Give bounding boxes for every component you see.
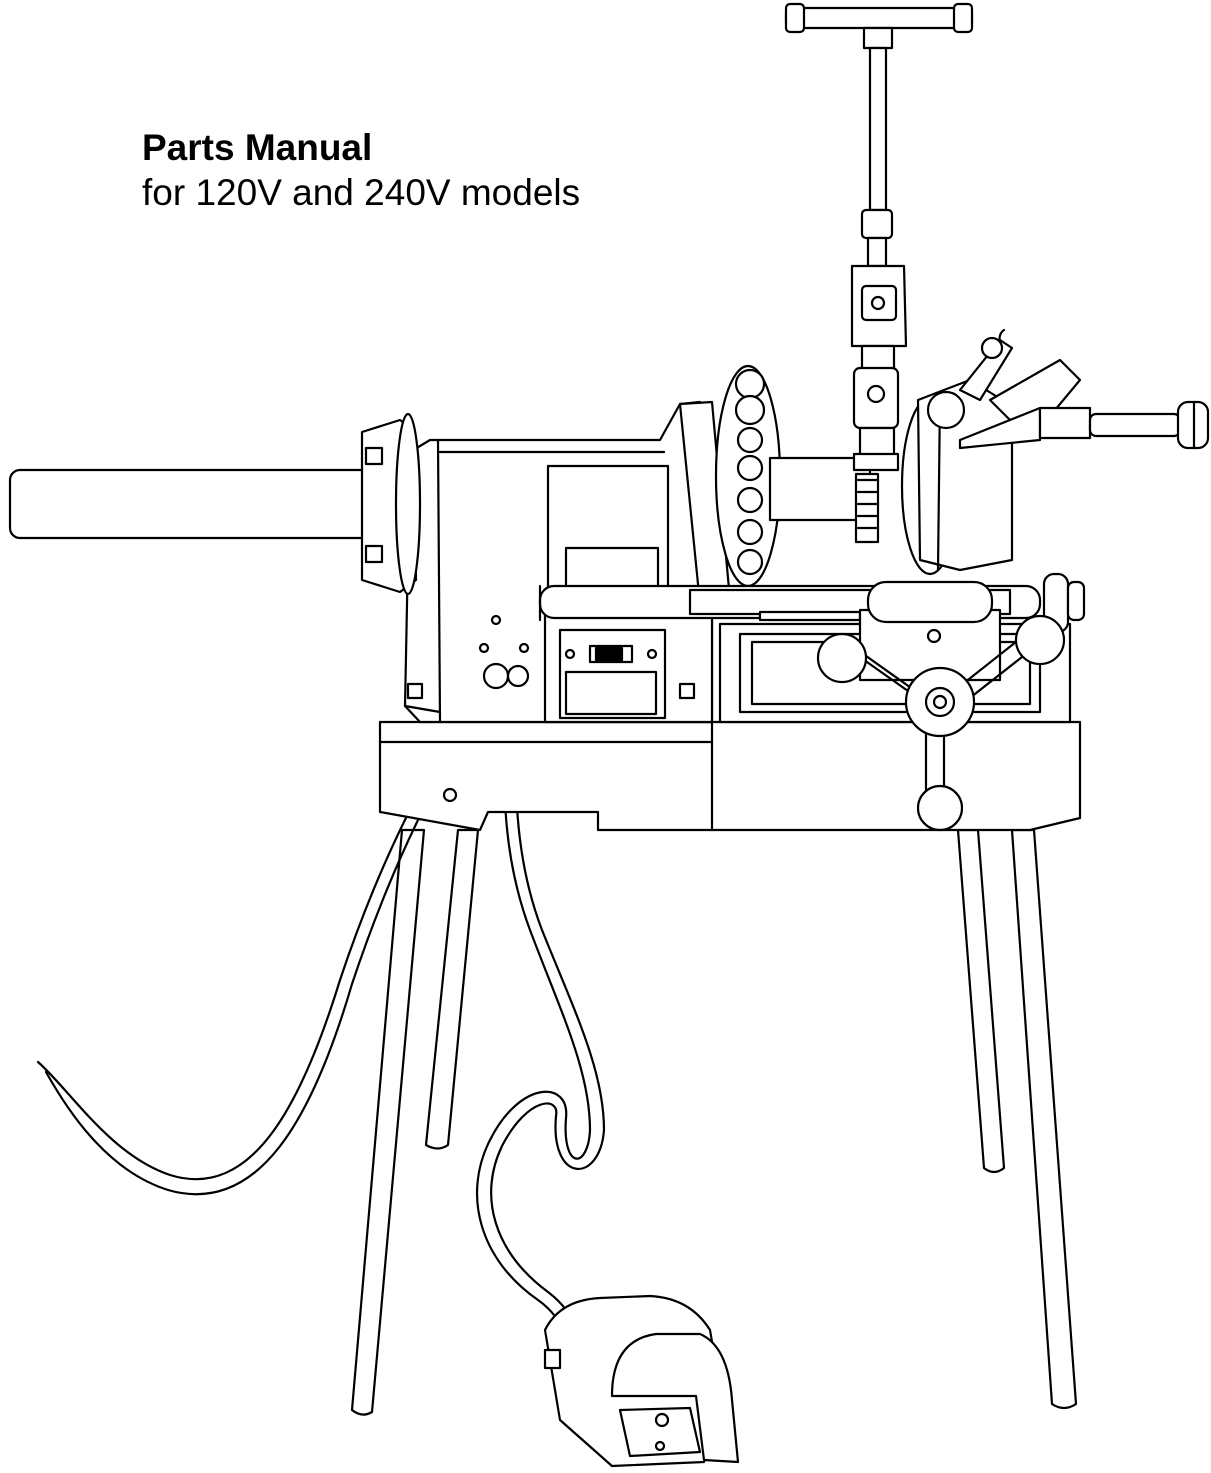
- page-subtitle: for 120V and 240V models: [142, 172, 581, 213]
- reamer-arm: [960, 360, 1208, 448]
- cutter: [786, 4, 972, 470]
- rear-chuck: [10, 414, 420, 594]
- title-block: Parts Manual for 120V and 240V models: [142, 126, 580, 216]
- foot-switch: [545, 1296, 738, 1466]
- carriage-handwheel: [818, 582, 1064, 830]
- foot-switch-cable: [477, 690, 604, 1380]
- front-chuck: [680, 366, 780, 604]
- motor-housing: [405, 402, 712, 722]
- stand-legs: [352, 830, 1076, 1415]
- page-title: Parts Manual: [142, 127, 373, 168]
